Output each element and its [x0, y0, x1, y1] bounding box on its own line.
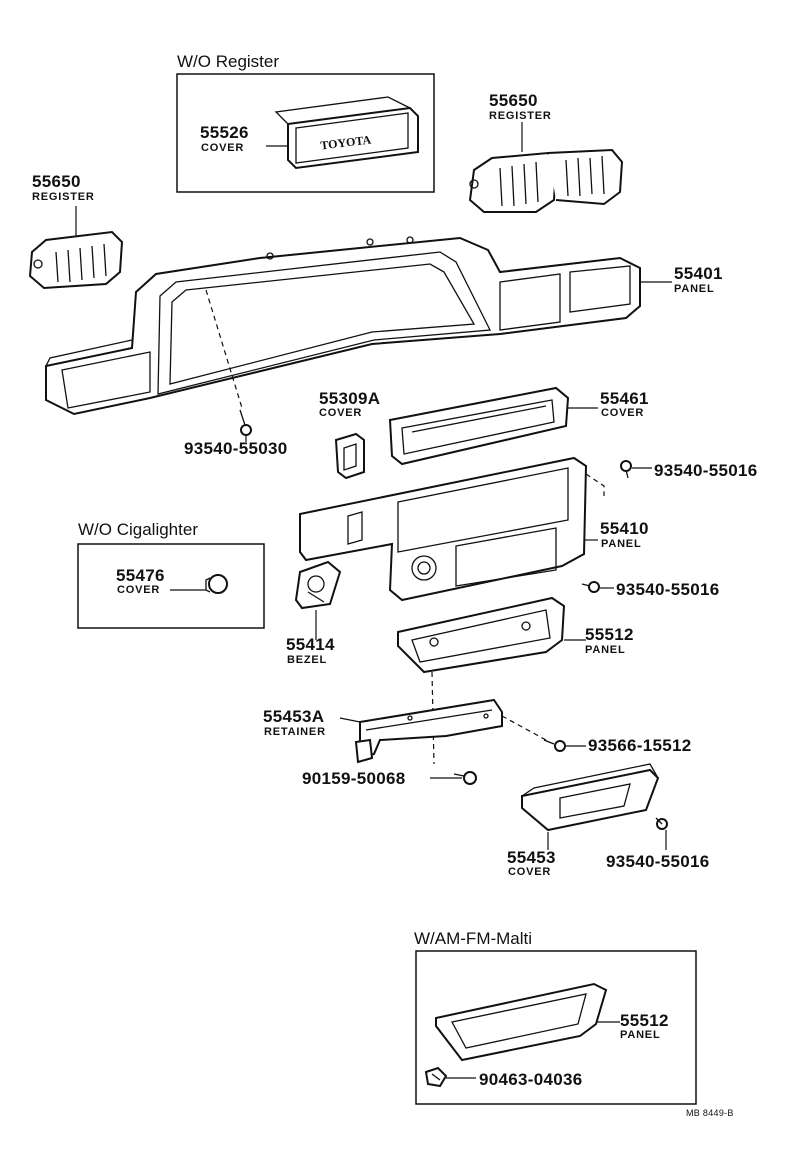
part-name-55453a: RETAINER	[264, 726, 326, 738]
wo-register-box	[176, 73, 435, 193]
fastener-93566-15512: 93566-15512	[588, 736, 692, 755]
clip-04036-drawing	[424, 1066, 448, 1088]
part-name-55309a: COVER	[319, 407, 363, 419]
wo-cigalighter-box	[77, 543, 265, 629]
part-number-55512: 55512	[585, 625, 634, 644]
group-title-wo-register: W/O Register	[177, 52, 280, 71]
part-name-55461: COVER	[601, 407, 645, 419]
fastener-93540-55016-a: 93540-55016	[654, 461, 758, 480]
bezel-55414-drawing	[294, 560, 342, 610]
diagram-code: MB 8449-B	[686, 1108, 734, 1118]
part-number-55410: 55410	[600, 519, 649, 538]
panel-55512-amfm-drawing	[435, 982, 608, 1062]
panel-55410-drawing	[299, 456, 588, 602]
register-55650-right-drawing	[468, 148, 624, 213]
cover-55453-drawing	[521, 763, 660, 832]
part-name-55476: COVER	[117, 584, 161, 596]
part-number-55650-left: 55650	[32, 172, 81, 191]
part-name-55410: PANEL	[601, 538, 642, 550]
fastener-90463-04036: 90463-04036	[479, 1070, 583, 1089]
part-number-55476: 55476	[116, 566, 165, 585]
cover-55476-drawing	[205, 574, 228, 594]
screw-55016-c-drawing	[655, 817, 668, 830]
cover-55526-drawing: TOYOTA	[274, 96, 419, 170]
bolt-50068-drawing	[453, 771, 477, 785]
part-number-55453a: 55453A	[263, 707, 325, 726]
cover-55461-drawing	[388, 386, 570, 466]
part-number-55650-right: 55650	[489, 91, 538, 110]
part-name-55526: COVER	[201, 142, 245, 154]
screw-15512-drawing	[543, 739, 566, 752]
part-name-55512: PANEL	[585, 644, 626, 656]
panel-55512-drawing	[397, 596, 566, 674]
part-number-55414: 55414	[286, 635, 335, 654]
cover-55309a-drawing	[334, 432, 365, 480]
part-number-55453: 55453	[507, 848, 556, 867]
screw-55030-drawing	[239, 409, 252, 436]
part-name-55650-right: REGISTER	[489, 110, 552, 122]
dash-55030	[205, 289, 243, 409]
retainer-55453a-drawing	[354, 698, 503, 764]
group-title-wo-cigalighter: W/O Cigalighter	[78, 520, 198, 539]
dash-15512	[501, 715, 547, 741]
fastener-93540-55016-b: 93540-55016	[616, 580, 720, 599]
part-number-55526: 55526	[200, 123, 249, 142]
part-name-55650-left: REGISTER	[32, 191, 95, 203]
register-55650-left-drawing	[28, 230, 124, 290]
toyota-emblem-text: TOYOTA	[320, 132, 373, 152]
fastener-93540-55030: 93540-55030	[184, 439, 288, 458]
part-name-55512-amfm: PANEL	[620, 1029, 661, 1041]
fastener-90159-50068: 90159-50068	[302, 769, 406, 788]
group-title-w-am-fm: W/AM-FM-Malti	[414, 929, 533, 948]
part-number-55461: 55461	[600, 389, 649, 408]
w-am-fm-box	[415, 950, 697, 1105]
part-number-55309a: 55309A	[319, 389, 381, 408]
part-number-55401: 55401	[674, 264, 723, 283]
leader-55453a	[339, 717, 361, 723]
part-name-55453: COVER	[508, 866, 552, 878]
dash-55016-a	[585, 473, 605, 496]
part-name-55414: BEZEL	[287, 654, 328, 666]
part-number-55512-amfm: 55512	[620, 1011, 669, 1030]
screw-55016-a-drawing	[620, 460, 632, 479]
screw-55016-b-drawing	[581, 581, 600, 593]
fastener-93540-55016-c: 93540-55016	[606, 852, 710, 871]
panel-55401-drawing	[45, 236, 641, 416]
part-name-55401: PANEL	[674, 283, 715, 295]
